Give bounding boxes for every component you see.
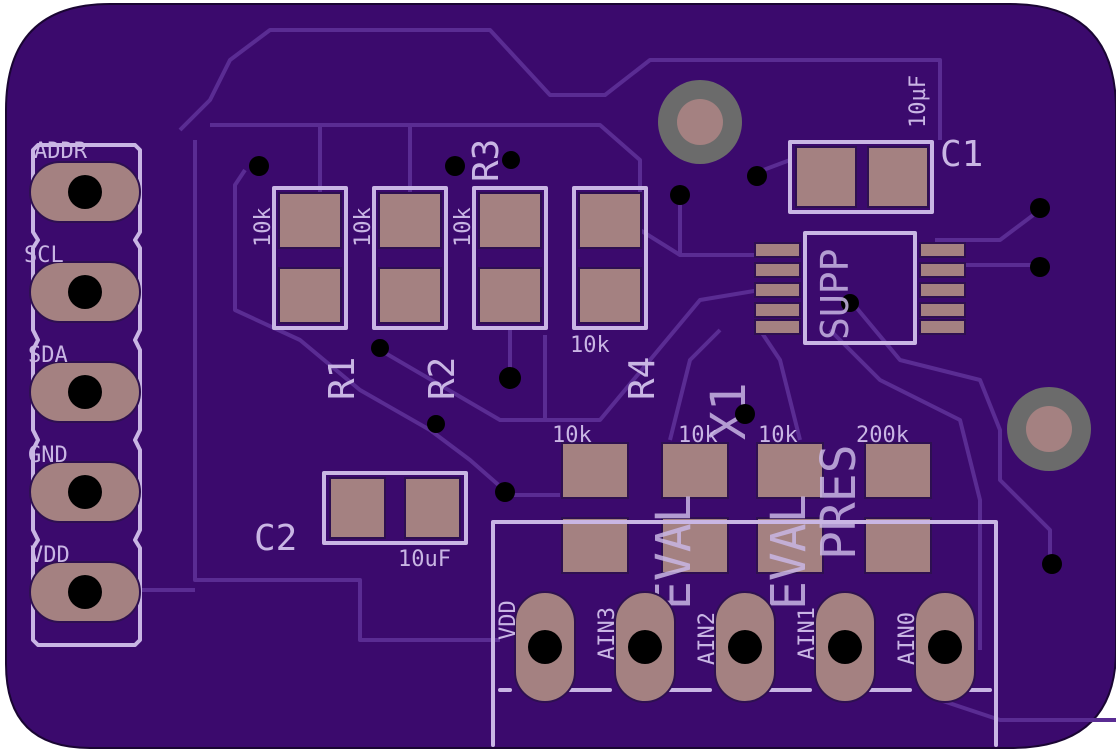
pin-label: VDD xyxy=(496,600,521,640)
resistor-r1: 10k R1 xyxy=(251,186,363,400)
pin-label: VDD xyxy=(30,543,70,568)
pin-label: SDA xyxy=(28,343,68,368)
mount-hole-pad xyxy=(677,99,723,145)
header-bottom-pin: AIN3 xyxy=(595,591,676,703)
pin-label: GND xyxy=(28,443,68,468)
via xyxy=(371,339,389,357)
mounting-holes xyxy=(658,80,1091,471)
via xyxy=(1030,198,1050,218)
header-left-pin: GND xyxy=(28,443,141,523)
u1-ref: SUPP xyxy=(813,248,857,340)
resistor-r3: 10k R3 xyxy=(451,139,548,330)
via xyxy=(427,415,445,433)
pin-label: AIN2 xyxy=(695,612,720,665)
capacitor-c1: C1 10µF xyxy=(788,75,983,214)
bottom-resistor: 10k xyxy=(756,423,824,574)
via xyxy=(495,482,515,502)
capacitor-c2: C2 10uF xyxy=(254,471,468,572)
via xyxy=(1042,554,1062,574)
x2-ref: EVAL xyxy=(646,494,702,610)
header-left-pin: SDA xyxy=(28,343,141,423)
bottom-resistor: 200k xyxy=(856,423,932,574)
vias xyxy=(249,151,1062,574)
header-left-pin: ADDR xyxy=(29,139,141,223)
ic-pin1-marker xyxy=(841,294,859,312)
bottom-resistor-value: 10k xyxy=(678,423,718,448)
ic-u1: SUPP xyxy=(754,231,966,345)
via xyxy=(249,156,269,176)
resistor-r4: 10k R4 xyxy=(570,186,663,400)
resistor-r2: 10k R2 xyxy=(351,186,463,400)
via xyxy=(735,404,755,424)
bottom-resistor-value: 200k xyxy=(856,423,909,448)
via xyxy=(445,156,465,176)
via xyxy=(747,166,767,186)
via xyxy=(670,185,690,205)
bottom-resistor-value: 10k xyxy=(758,423,798,448)
bottom-resistors: 10k 10k 10k 200k xyxy=(552,423,932,574)
bottom-resistor-value: 10k xyxy=(552,423,592,448)
header-left-pin: VDD xyxy=(29,543,141,623)
c1-ref: C1 xyxy=(940,134,983,175)
mount-hole-pad xyxy=(1026,406,1072,452)
via xyxy=(499,367,521,389)
header-bottom-pin: AIN2 xyxy=(695,591,776,703)
bottom-resistor: 10k xyxy=(552,423,629,574)
via xyxy=(502,151,520,169)
r2-ref: R2 xyxy=(422,357,463,400)
r4-ref: R4 xyxy=(622,357,663,400)
r1-ref: R1 xyxy=(322,357,363,400)
c2-ref: C2 xyxy=(254,518,297,559)
pin-label: ADDR xyxy=(34,139,88,164)
r3-ref: R3 xyxy=(466,139,507,182)
bottom-resistor: 10k xyxy=(661,423,729,574)
c1-value: 10µF xyxy=(906,75,931,128)
pin-label: AIN1 xyxy=(795,607,820,660)
pin-label: SCL xyxy=(24,243,64,268)
header-left: ADDR SCL SDA GND VDD xyxy=(24,139,142,647)
pin-label: AIN0 xyxy=(895,612,920,665)
c2-value: 10uF xyxy=(398,547,451,572)
pin-label: AIN3 xyxy=(595,607,620,660)
header-bottom-pin: VDD xyxy=(496,591,576,703)
r4-value: 10k xyxy=(570,333,610,358)
r2-value: 10k xyxy=(351,207,376,247)
r3-value: 10k xyxy=(451,207,476,247)
x4-ref: PRES xyxy=(811,444,867,560)
header-left-pin: SCL xyxy=(24,243,141,323)
header-bottom-pin: AIN0 xyxy=(895,591,976,703)
r1-value: 10k xyxy=(251,207,276,247)
via xyxy=(1030,257,1050,277)
header-bottom-pin: AIN1 xyxy=(795,591,876,703)
x3-ref: EVAL xyxy=(761,494,817,610)
header-bottom: VDD AIN3 AIN2 AIN1 AIN0 xyxy=(491,520,998,747)
